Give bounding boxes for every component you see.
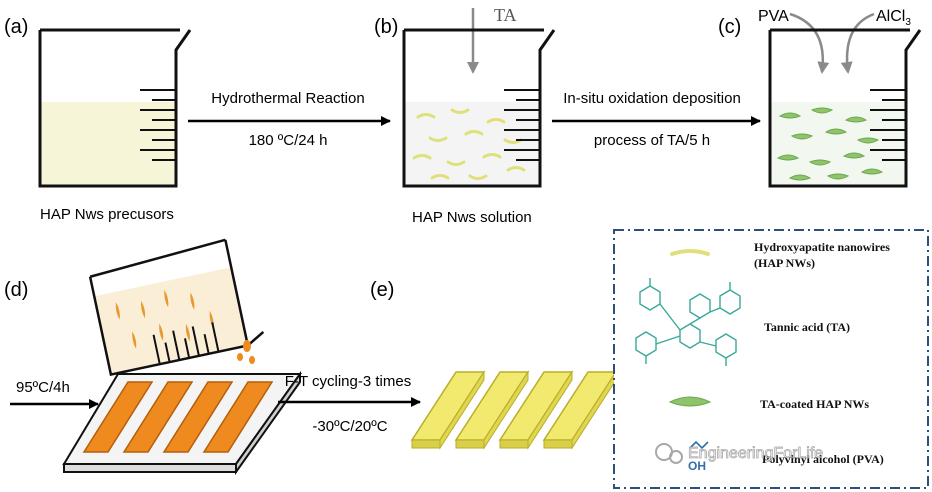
solution-fill (40, 102, 176, 186)
legend-item-1-line1: Hydroxyapatite nanowires (754, 240, 890, 254)
arrow-ab: Hydrothermal Reaction 180 ºC/24 h (188, 90, 391, 149)
legend-item-1-line2: (HAP NWs) (754, 256, 815, 270)
coated-nanowires (776, 107, 884, 181)
graduation-marks (152, 322, 220, 365)
legend-item-3-label: TA-coated HAP NWs (760, 397, 869, 411)
panel-e-letter: (e) (370, 279, 394, 301)
legend-coated-nanowire-icon (668, 396, 712, 407)
legend-tannic-acid-icon (635, 278, 741, 366)
panel-c-input-left: PVA (758, 8, 789, 25)
arrow-bc-top-label: In-situ oxidation deposition (563, 90, 741, 107)
beaker-a (38, 28, 192, 188)
orange-hydrogel-strips (82, 381, 274, 453)
arrow-d-label: 95ºC/4h (16, 379, 70, 396)
panel-a-letter: (a) (4, 16, 28, 38)
pva-input-arrow (789, 12, 830, 74)
arrow-ab-top-label: Hydrothermal Reaction (211, 90, 364, 107)
legend-item-4-label: Polyvinyl alcohol (PVA) (762, 452, 884, 466)
panel-a-caption: HAP Nws precusors (40, 206, 174, 223)
nanowire-drops (115, 289, 214, 349)
arrow-d-heating: 95ºC/4h (10, 379, 99, 409)
panel-c-input-right: AlCl3 (876, 8, 911, 28)
arrow-de-bottom-label: -30ºC/20ºC (312, 418, 387, 435)
alcl-subscript: 3 (905, 17, 911, 28)
pouring-beaker (88, 238, 265, 377)
legend-pva-icon (689, 440, 709, 450)
hydrogel-strip (410, 370, 486, 450)
panel-d-letter: (d) (4, 279, 28, 301)
alcl3-input-arrow (840, 12, 875, 74)
graduation-marks (870, 89, 906, 161)
arrow-ab-bottom-label: 180 ºC/24 h (249, 132, 328, 149)
pour-droplets (237, 340, 255, 364)
arrow-de: F-T cycling-3 times -30ºC/20ºC (278, 373, 421, 435)
hydrogel-strip (542, 370, 618, 450)
panel-b-letter: (b) (374, 16, 398, 38)
hydrogel-strip (454, 370, 530, 450)
graduation-marks (504, 89, 540, 161)
beaker-b (402, 28, 556, 188)
watermark-text: EngineeringForLife (688, 445, 823, 462)
alcl-base: AlCl (876, 8, 905, 25)
nanowires (412, 108, 526, 180)
graduation-marks (140, 89, 176, 161)
panel-b-input-label: TA (494, 5, 517, 25)
legend-nanowire-icon (670, 249, 710, 256)
arrow-bc: In-situ oxidation deposition process of … (552, 90, 761, 149)
legend-item-2-label: Tannic acid (TA) (764, 320, 850, 334)
arrow-de-top-label: F-T cycling-3 times (285, 373, 411, 390)
legend-oh-label: OH (688, 459, 706, 473)
yellow-hydrogel-strips (410, 370, 618, 450)
panel-b-caption: HAP Nws solution (412, 209, 532, 226)
arrow-bc-bottom-label: process of TA/5 h (594, 132, 710, 149)
panel-c-letter: (c) (718, 16, 741, 38)
watermark: EngineeringForLife (655, 443, 824, 464)
hydrogel-strip (498, 370, 574, 450)
beaker-c (768, 28, 922, 188)
